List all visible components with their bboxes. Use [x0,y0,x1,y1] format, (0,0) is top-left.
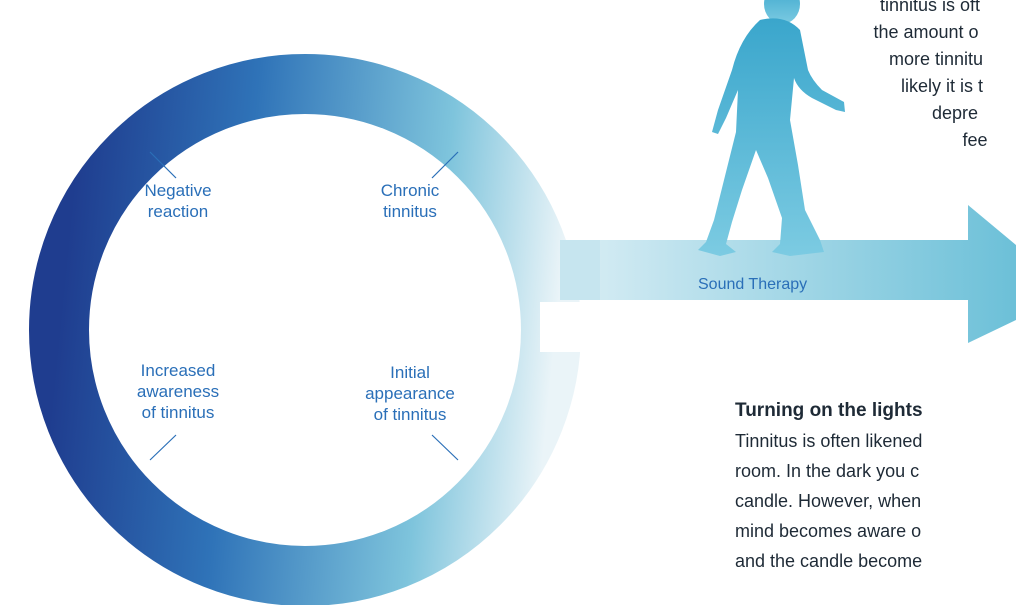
sound-therapy-arrow [592,205,1016,343]
sound-therapy-label: Sound Therapy [698,276,808,293]
section-body-line: Tinnitus is often likened [735,431,923,451]
section-body-line: and the candle become [735,551,923,571]
section-body-line: candle. However, when [735,491,922,511]
cycle-label-initial-appearance: Initial appearance of tinnitus [365,363,455,424]
top-paragraph-line: depre [931,103,979,123]
ring-gap [540,302,600,352]
leader-line-increased [149,434,177,461]
cycle-label-chronic-tinnitus: Chronic tinnitus [380,181,440,221]
leader-line-initial [431,434,459,461]
top-paragraph-line: the amount o [873,22,979,42]
section-body-line: mind becomes aware o [735,521,922,541]
top-paragraph-line: more tinnitu [888,49,984,69]
top-paragraph-line: fee [962,130,988,150]
cycle-label-increased-awareness: Increased awareness of tinnitus [136,361,220,422]
cycle-ring [29,54,581,606]
walking-person-icon [698,0,845,257]
section-body-line: room. In the dark you c [735,461,920,481]
top-paragraph-line: likely it is t [900,76,983,96]
top-paragraph-line: tinnitus is oft [879,0,981,15]
leader-line-chronic [431,151,459,179]
section-heading: Turning on the lights [735,400,923,421]
leader-line-negative [149,151,177,179]
arrow-joint [560,240,600,300]
cycle-label-negative-reaction: Negative reaction [144,181,212,221]
